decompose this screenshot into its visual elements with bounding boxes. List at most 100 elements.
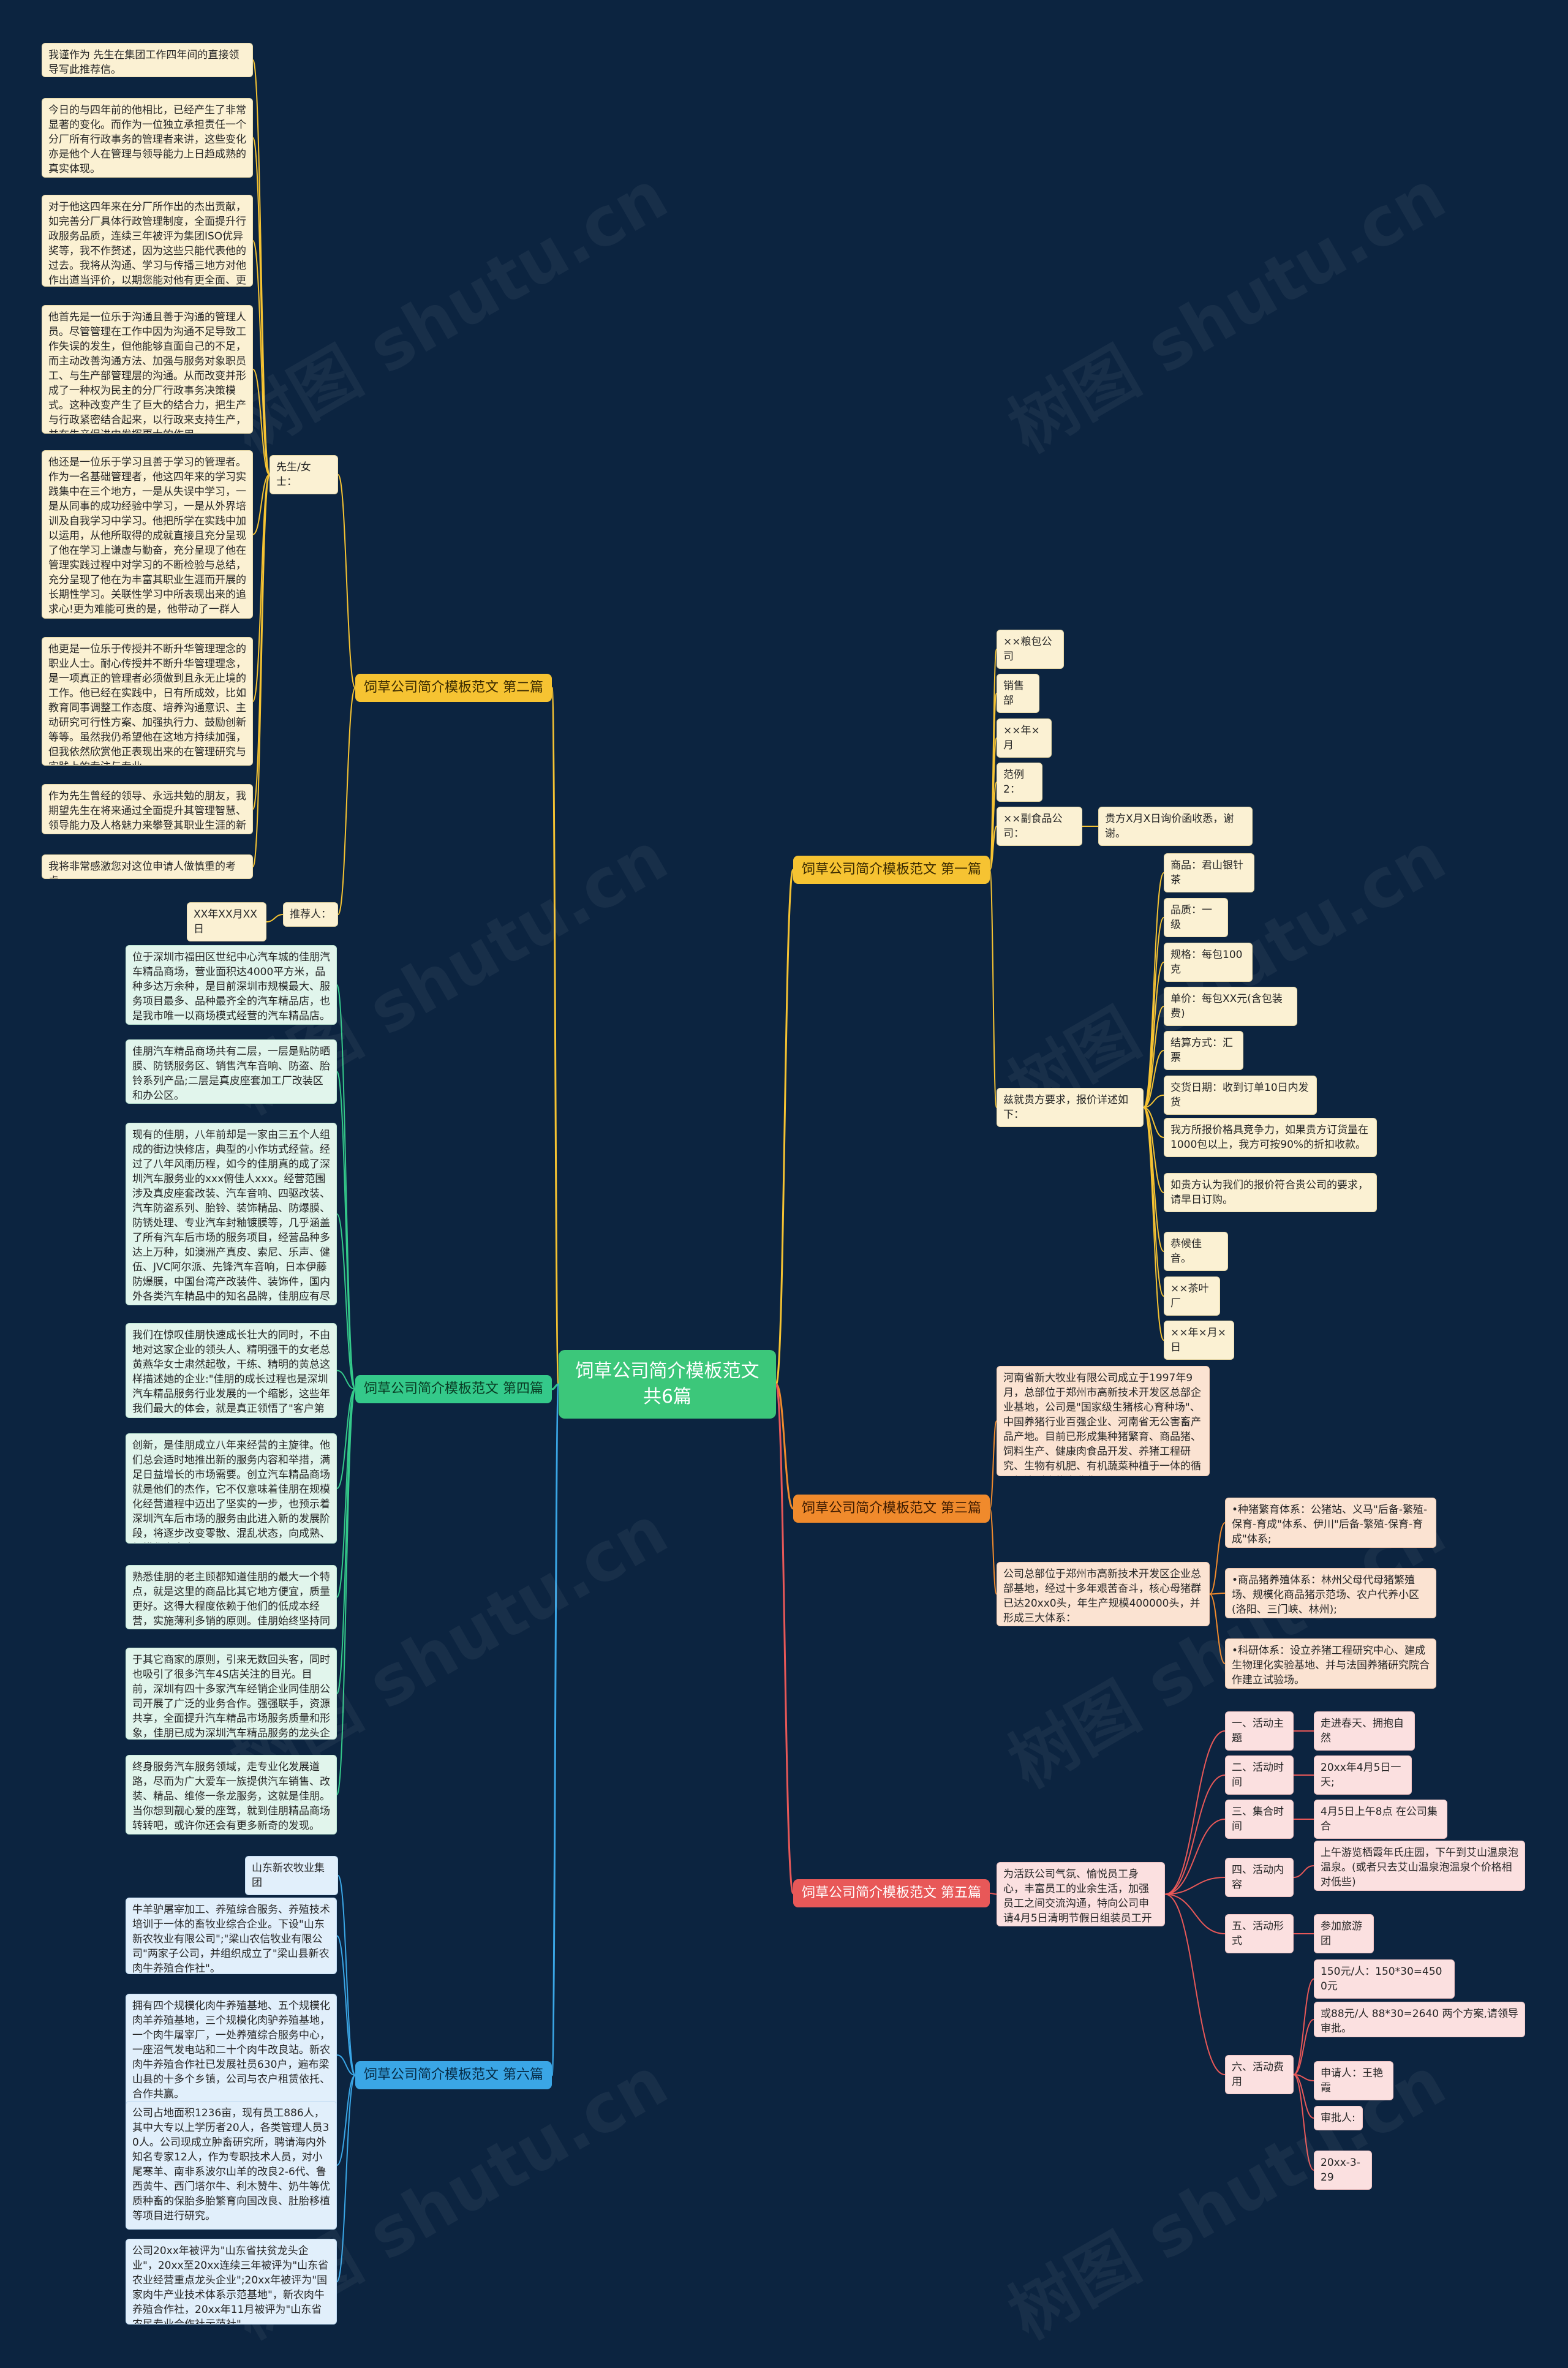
b5-fee-item[interactable]: 20xx-3-29 <box>1314 2151 1372 2190</box>
connector <box>1143 1050 1164 1108</box>
b6-label[interactable]: 山东新农牧业集团 <box>245 1856 338 1895</box>
b1-quote-item[interactable]: 单价：每包XX元(含包装费) <box>1164 987 1297 1026</box>
b1-quote-item[interactable]: 我方所报价格具竞争力，如果贵方订货量在1000包以上，我方可按90%的折扣收款。 <box>1164 1118 1377 1157</box>
connector <box>1293 1865 1314 1878</box>
connector <box>252 474 270 810</box>
connector <box>989 1420 997 1509</box>
branch-5-title[interactable]: 饲草公司简介模板范文 第五篇 <box>793 1879 990 1907</box>
b2-date[interactable]: XX年XX月XX日 <box>187 902 266 941</box>
b5-row-value[interactable]: 参加旅游团 <box>1314 1914 1374 1953</box>
b1-item[interactable]: 销售部 <box>997 674 1039 713</box>
branch-4-title[interactable]: 饲草公司简介模板范文 第四篇 <box>355 1375 552 1403</box>
b5-row-label[interactable]: 四、活动内容 <box>1225 1858 1294 1897</box>
branch-2-title[interactable]: 饲草公司简介模板范文 第二篇 <box>355 674 552 702</box>
b1-quote-item[interactable]: 恭候佳音。 <box>1164 1232 1228 1271</box>
b5-row-label[interactable]: 二、活动时间 <box>1225 1755 1294 1795</box>
b5-fee-item[interactable]: 或88元/人 88*30=2640 两个方案,请领导审批。 <box>1314 2002 1525 2037</box>
connector <box>336 1389 356 1598</box>
root-topic[interactable]: 饲草公司简介模板范文共6篇 <box>559 1350 776 1419</box>
b3-system[interactable]: •种猪繁育体系：公猪站、义马"后备-繁殖-保育-育成"体系、伊川"后备-繁殖-保… <box>1225 1498 1436 1548</box>
connector <box>989 1508 997 1595</box>
connector <box>1164 1893 1226 1934</box>
connector <box>1143 1107 1164 1193</box>
connector <box>252 59 270 475</box>
b5-row-label[interactable]: 三、集合时间 <box>1225 1800 1294 1839</box>
b1-quote-item[interactable]: 结算方式：汇票 <box>1164 1031 1243 1070</box>
b5-fee-item[interactable]: 150元/人：150*30=4500元 <box>1314 1959 1455 1999</box>
connector <box>1143 872 1164 1108</box>
b1-item[interactable]: ××副食品公司： <box>997 807 1082 846</box>
connector <box>1143 1107 1164 1138</box>
b3-system[interactable]: •科研体系：设立养猪工程研究中心、建成生物理化实验基地、并与法国养猪研究院合作建… <box>1225 1638 1436 1689</box>
b5-intro[interactable]: 为活跃公司气氛、愉悦员工身心，丰富员工的业余生活，加强员工之间交流沟通，特向公司… <box>997 1862 1165 1926</box>
b1-quote-item[interactable]: 商品：君山银针茶 <box>1164 853 1254 892</box>
b1-quote-label[interactable]: 兹就贵方要求，报价详述如下： <box>997 1088 1144 1127</box>
b2-paragraph[interactable]: 今日的与四年前的他相比，已经产生了非常显著的变化。而作为一位独立承担责任一个分厂… <box>42 98 253 178</box>
b2-paragraph[interactable]: 对于他这四年来在分厂所作出的杰出贡献，如完善分厂具体行政管理制度，全面提升行政服… <box>42 195 253 287</box>
b4-paragraph[interactable]: 我们在惊叹佳朋快速成长壮大的同时，不由地对这家企业的领头人、精明强干的女老总黄燕… <box>126 1323 337 1418</box>
b3-hq[interactable]: 公司总部位于郑州市高新技术开发区企业总部基地，经过十多年艰苦奋斗，核心母猪群已达… <box>997 1562 1210 1626</box>
connector <box>1143 1107 1164 1341</box>
b4-paragraph[interactable]: 熟悉佳朋的老主顾都知道佳朋的最大一个特点，就是这里的商品比其它地方便宜，质量更好… <box>126 1565 337 1629</box>
b1-item[interactable]: ××粮包公司 <box>997 630 1064 669</box>
b1-quote-item[interactable]: ××年×月×日 <box>1164 1321 1234 1360</box>
connector <box>1293 2074 1314 2119</box>
b1-quote-item[interactable]: 如贵方认为我们的报价符合贵公司的要求，请早日订购。 <box>1164 1173 1377 1212</box>
b5-row-value[interactable]: 4月5日上午8点 在公司集合 <box>1314 1800 1447 1839</box>
connector <box>252 369 270 475</box>
b5-fee-label[interactable]: 六、活动费用 <box>1225 2055 1294 2094</box>
connector <box>551 687 560 1386</box>
connector <box>266 914 284 922</box>
b4-paragraph[interactable]: 佳朋汽车精品商场共有二层，一层是贴防晒膜、防锈服务区、销售汽车音响、防盗、胎铃系… <box>126 1039 337 1104</box>
b2-paragraph[interactable]: 他还是一位乐于学习且善于学习的管理者。作为一名基础管理者，他这四年来的学习实践集… <box>42 450 253 619</box>
connector <box>1293 2019 1314 2075</box>
b5-row-label[interactable]: 一、活动主题 <box>1225 1711 1294 1751</box>
b5-row-label[interactable]: 五、活动形式 <box>1225 1914 1294 1953</box>
b3-intro[interactable]: 河南省新大牧业有限公司成立于1997年9月，总部位于郑州市高新技术开发区总部企业… <box>997 1366 1210 1476</box>
b6-paragraph[interactable]: 拥有四个规模化肉牛养殖基地、五个规模化肉羊养殖基地，三个规模化肉驴养殖基地，一个… <box>126 1994 337 2116</box>
branch-3-title[interactable]: 饲草公司简介模板范文 第三篇 <box>793 1495 990 1523</box>
b6-paragraph[interactable]: 公司占地面积1236亩，现有员工886人，其中大专以上学历者20人，各类管理人员… <box>126 2101 337 2230</box>
b5-fee-item[interactable]: 申请人：王艳霞 <box>1314 2061 1393 2100</box>
b2-paragraph[interactable]: 他首先是一位乐于沟通且善于沟通的管理人员。尽管管理在工作中因为沟通不足导致工作失… <box>42 305 253 434</box>
connector <box>336 2075 356 2166</box>
b1-quote-item[interactable]: 交货日期：收到订单10日内发货 <box>1164 1076 1317 1115</box>
connector <box>1209 1593 1226 1595</box>
b5-row-value[interactable]: 走进春天、拥抱自然 <box>1314 1711 1415 1751</box>
connector <box>1164 1730 1226 1895</box>
connector <box>252 474 270 867</box>
b1-quote-item[interactable]: ××茶叶厂 <box>1164 1276 1220 1316</box>
b4-paragraph[interactable]: 现有的佳朋，八年前却是一家由三五个人组成的街边快修店，典型的小作坊式经营。经过了… <box>126 1123 337 1305</box>
b2-paragraph[interactable]: 我将非常感激您对这位申请人做慎重的考虑。 <box>42 854 253 879</box>
b3-system[interactable]: •商品猪养殖体系：林州父母代母猪繁殖场、规模化商品猪示范场、农户代养小区(洛阳、… <box>1225 1568 1436 1618</box>
b2-sir-label[interactable]: 先生/女士： <box>270 455 338 494</box>
connector <box>1293 2074 1314 2171</box>
branch-6-title[interactable]: 饲草公司简介模板范文 第六篇 <box>355 2061 552 2089</box>
connector <box>775 869 794 1386</box>
connector <box>336 2075 356 2282</box>
connector <box>336 984 356 1390</box>
b6-paragraph[interactable]: 公司20xx年被评为"山东省扶贫龙头企业"，20xx至20xx连续三年被评为"山… <box>126 2239 337 2325</box>
b1-quote-item[interactable]: 品质：一级 <box>1164 898 1228 937</box>
b6-paragraph[interactable]: 牛羊驴屠宰加工、养殖综合服务、养殖技术培训于一体的畜牧业综合企业。下设"山东新农… <box>126 1898 337 1974</box>
branch-1-title[interactable]: 饲草公司简介模板范文 第一篇 <box>793 856 990 884</box>
b1-item[interactable]: ××年×月 <box>997 718 1052 758</box>
b2-recommender-label[interactable]: 推荐人： <box>283 902 338 927</box>
b1-quote-item[interactable]: 规格：每包100克 <box>1164 943 1253 982</box>
b5-row-value[interactable]: 上午游览栖霞年氏庄园，下午到艾山温泉泡温泉。(或者只去艾山温泉泡温泉个价格相对低… <box>1314 1841 1525 1891</box>
b5-row-value[interactable]: 20xx年4月5日一天; <box>1314 1755 1412 1795</box>
b1-thanks[interactable]: 贵方X月X日询价函收悉，谢谢。 <box>1098 807 1253 846</box>
b4-paragraph[interactable]: 创新，是佳朋成立八年来经营的主旋律。他们总会适时地推出新的服务内容和举措，满足日… <box>126 1433 337 1544</box>
b2-paragraph[interactable]: 作为先生曾经的领导、永远共勉的朋友，我期望先生在将来通过全面提升其管理智慧、领导… <box>42 784 253 834</box>
connector <box>989 826 997 870</box>
b4-paragraph[interactable]: 于其它商家的原则，引来无数回头客，同时也吸引了很多汽车4S店关注的目光。目前，深… <box>126 1648 337 1740</box>
b4-paragraph[interactable]: 终身服务汽车服务领域，走专业化发展道路，尽而为广大爱车一族提供汽车销售、改装、精… <box>126 1755 337 1834</box>
connector <box>336 1071 356 1390</box>
connector <box>337 1875 356 2076</box>
b1-item[interactable]: 范例2： <box>997 763 1042 802</box>
b2-paragraph[interactable]: 我谨作为 先生在集团工作四年间的直接领导写此推荐信。 <box>42 43 253 77</box>
b4-paragraph[interactable]: 位于深圳市福田区世纪中心汽车城的佳朋汽车精品商场，营业面积达4000平方米，品种… <box>126 945 337 1025</box>
connector <box>551 1383 560 2076</box>
b2-paragraph[interactable]: 他更是一位乐于传授并不断升华管理理念的职业人士。耐心传授并不断升华管理理念，是一… <box>42 637 253 766</box>
b5-fee-item[interactable]: 审批人: <box>1314 2106 1363 2130</box>
